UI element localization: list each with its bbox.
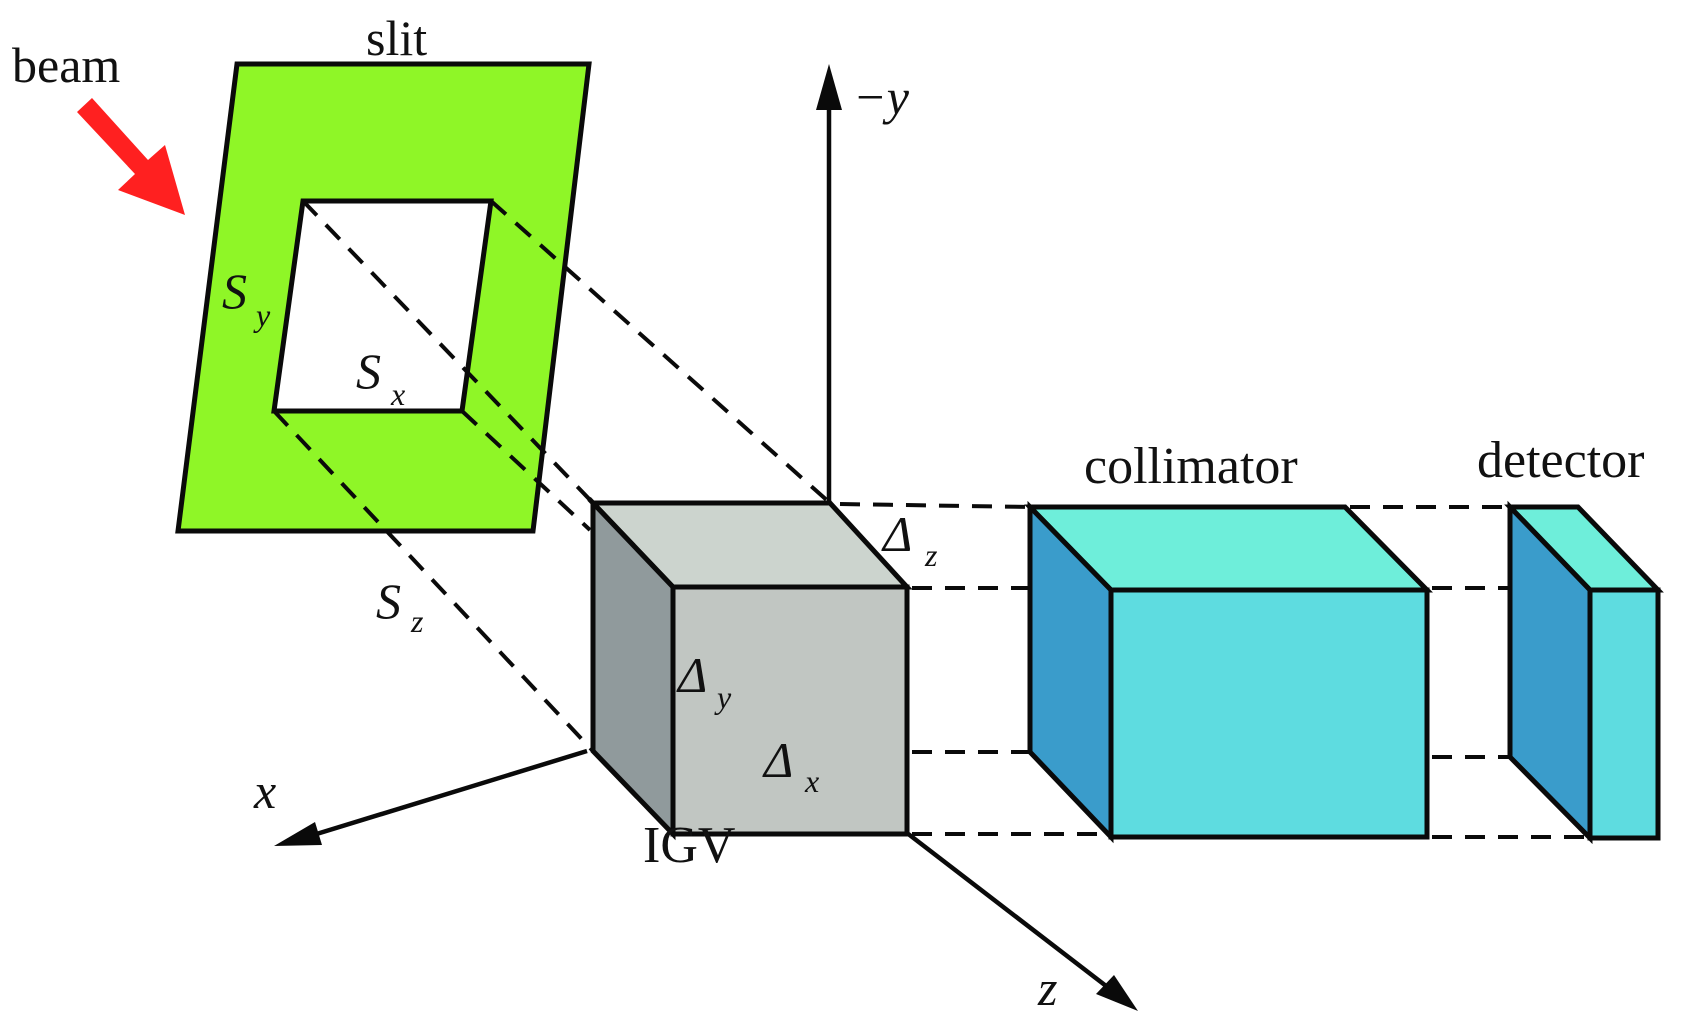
svg-text:Δ: Δ bbox=[762, 732, 793, 788]
slit-plate bbox=[175, 61, 592, 534]
beam-label: beam bbox=[12, 37, 120, 93]
svg-text:z: z bbox=[924, 537, 938, 573]
z-axis-label: z bbox=[1037, 960, 1057, 1016]
beam-arrow-icon bbox=[77, 98, 185, 215]
delta-x-label: Δ x bbox=[762, 732, 819, 799]
slit-y-label: S y bbox=[222, 263, 271, 333]
collimator-label: collimator bbox=[1084, 438, 1298, 495]
projection-line-bottom-right bbox=[460, 409, 592, 532]
x-axis bbox=[274, 748, 588, 846]
projection-line-top-right bbox=[489, 199, 832, 505]
igv-front-face bbox=[670, 584, 910, 837]
svg-text:Δ: Δ bbox=[676, 647, 707, 703]
svg-text:y: y bbox=[714, 679, 732, 715]
x-arrowhead-icon bbox=[274, 822, 322, 846]
detector-front-face bbox=[1587, 587, 1661, 841]
svg-text:y: y bbox=[253, 297, 271, 333]
detector-label: detector bbox=[1477, 432, 1644, 489]
neg-y-arrowhead-icon bbox=[816, 64, 842, 110]
z-arrowhead-icon bbox=[1096, 975, 1138, 1011]
igv-cube bbox=[587, 496, 913, 841]
svg-text:x: x bbox=[804, 763, 819, 799]
svg-text:S: S bbox=[356, 343, 381, 399]
collimator-front-face bbox=[1108, 587, 1430, 840]
svg-text:Δ: Δ bbox=[881, 506, 912, 562]
svg-text:x: x bbox=[390, 376, 405, 412]
projection-line-bottom-left bbox=[272, 409, 594, 752]
svg-text:z: z bbox=[410, 603, 424, 639]
collimator-box bbox=[1024, 500, 1433, 844]
slit-x-label: S x bbox=[356, 343, 405, 412]
neg-y-axis-label: −y bbox=[853, 69, 910, 125]
svg-text:S: S bbox=[222, 263, 247, 319]
slit-label: slit bbox=[366, 10, 427, 66]
projection-line-top-left bbox=[301, 199, 595, 505]
detector-box bbox=[1504, 500, 1664, 845]
delta-z-label: Δ z bbox=[881, 506, 938, 573]
slit bbox=[175, 61, 592, 534]
x-axis-label: x bbox=[253, 763, 276, 819]
svg-text:S: S bbox=[376, 573, 401, 629]
z-axis bbox=[905, 831, 1138, 1011]
delta-y-label: Δ y bbox=[676, 647, 732, 715]
slit-z-label: S z bbox=[376, 573, 424, 639]
projection-lines bbox=[272, 199, 832, 752]
neg-y-axis bbox=[816, 64, 842, 503]
igv-label: IGV bbox=[643, 817, 735, 874]
